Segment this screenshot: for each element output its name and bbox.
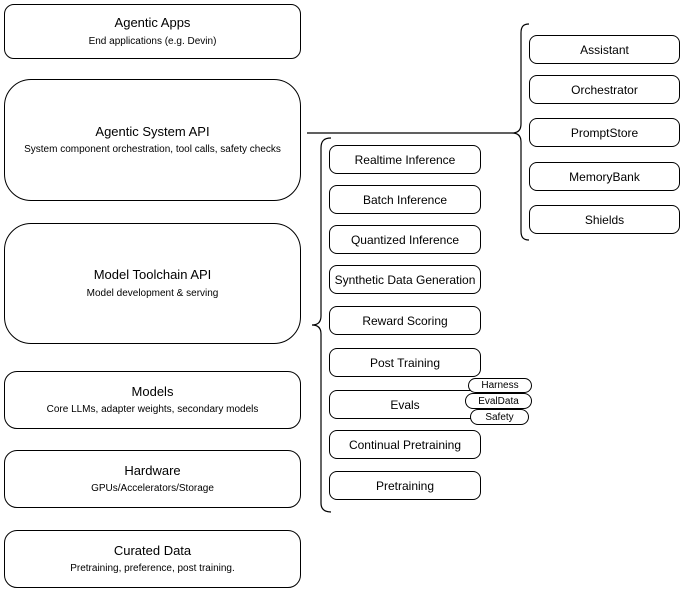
quantized-inference-node: Quantized Inference xyxy=(329,225,481,254)
curated-data-subtitle: Pretraining, preference, post training. xyxy=(70,563,235,575)
models-subtitle: Core LLMs, adapter weights, secondary mo… xyxy=(46,404,259,416)
safety-pill-label: Safety xyxy=(485,411,514,423)
memorybank-node: MemoryBank xyxy=(529,162,680,191)
models-node: Models Core LLMs, adapter weights, secon… xyxy=(4,371,301,429)
memorybank-label: MemoryBank xyxy=(569,169,640,184)
model-toolchain-api-node: Model Toolchain API Model development & … xyxy=(4,223,301,344)
realtime-inference-label: Realtime Inference xyxy=(354,152,456,167)
safety-pill: Safety xyxy=(470,409,529,425)
reward-scoring-node: Reward Scoring xyxy=(329,306,481,335)
assistant-label: Assistant xyxy=(580,42,629,57)
batch-inference-label: Batch Inference xyxy=(362,192,448,207)
promptstore-node: PromptStore xyxy=(529,118,680,147)
agentic-apps-node: Agentic Apps End applications (e.g. Devi… xyxy=(4,4,301,59)
hardware-title: Hardware xyxy=(124,462,181,478)
curated-data-title: Curated Data xyxy=(113,542,192,558)
system-components-brace xyxy=(511,23,530,241)
agentic-apps-subtitle: End applications (e.g. Devin) xyxy=(88,35,217,47)
agentic-apps-title: Agentic Apps xyxy=(114,15,191,31)
realtime-inference-node: Realtime Inference xyxy=(329,145,481,174)
evals-node: Evals xyxy=(329,390,481,419)
batch-inference-node: Batch Inference xyxy=(329,185,481,214)
synthetic-data-generation-label: Synthetic Data Generation xyxy=(334,272,476,287)
promptstore-label: PromptStore xyxy=(570,125,639,140)
agentic-system-api-subtitle: System component orchestration, tool cal… xyxy=(24,144,281,156)
evaldata-pill-label: EvalData xyxy=(478,395,519,407)
model-toolchain-api-subtitle: Model development & serving xyxy=(86,287,219,299)
synthetic-data-generation-node: Synthetic Data Generation xyxy=(329,265,481,294)
evals-label: Evals xyxy=(390,397,420,412)
continual-pretraining-node: Continual Pretraining xyxy=(329,430,481,459)
shields-label: Shields xyxy=(584,212,625,227)
quantized-inference-label: Quantized Inference xyxy=(350,232,460,247)
agentic-system-api-title: Agentic System API xyxy=(95,123,210,139)
models-title: Models xyxy=(131,383,174,399)
agentic-system-api-node: Agentic System API System component orch… xyxy=(4,79,301,201)
hardware-node: Hardware GPUs/Accelerators/Storage xyxy=(4,450,301,508)
shields-node: Shields xyxy=(529,205,680,234)
reward-scoring-label: Reward Scoring xyxy=(362,313,448,328)
pretraining-label: Pretraining xyxy=(375,478,435,493)
curated-data-node: Curated Data Pretraining, preference, po… xyxy=(4,530,301,588)
assistant-node: Assistant xyxy=(529,35,680,64)
pretraining-node: Pretraining xyxy=(329,471,481,500)
post-training-label: Post Training xyxy=(369,355,441,370)
post-training-node: Post Training xyxy=(329,348,481,377)
hardware-subtitle: GPUs/Accelerators/Storage xyxy=(91,483,214,495)
model-toolchain-api-title: Model Toolchain API xyxy=(93,267,212,283)
harness-pill: Harness xyxy=(468,378,532,393)
orchestrator-node: Orchestrator xyxy=(529,75,680,104)
evaldata-pill: EvalData xyxy=(465,393,532,409)
orchestrator-label: Orchestrator xyxy=(571,82,638,97)
continual-pretraining-label: Continual Pretraining xyxy=(348,437,462,452)
harness-pill-label: Harness xyxy=(481,380,519,391)
